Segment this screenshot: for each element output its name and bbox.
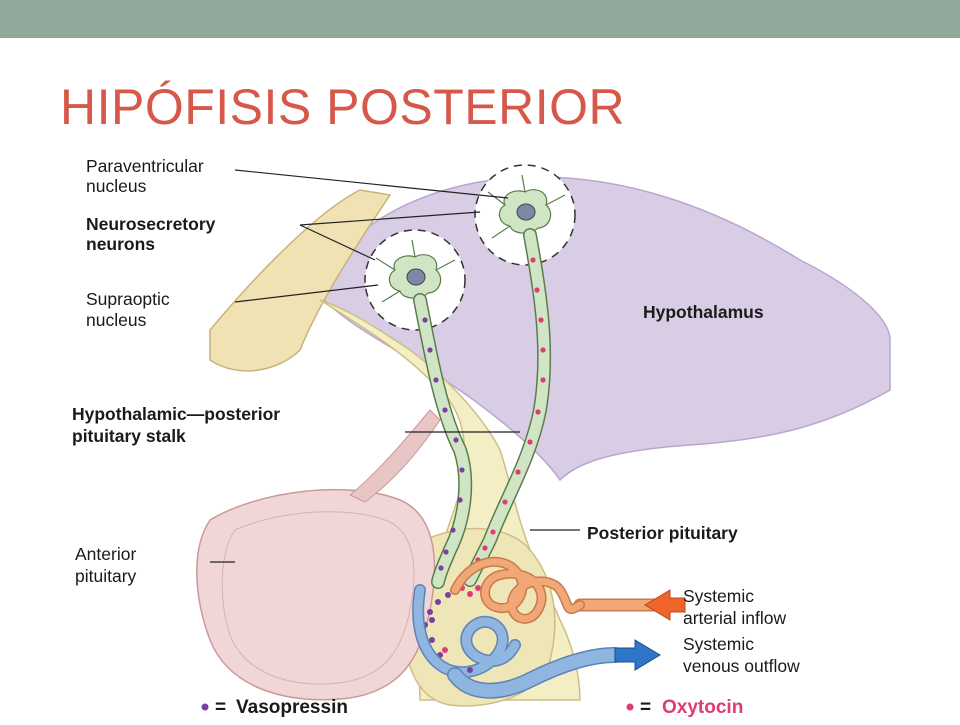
venous-plexus bbox=[412, 584, 623, 699]
label-neurosecretory: Neurosecretory neurons bbox=[86, 214, 216, 254]
legend-oxytocin: = Oxytocin bbox=[626, 697, 743, 718]
pars-tuberalis bbox=[349, 409, 441, 503]
svg-text:Anterior: Anterior bbox=[75, 544, 136, 564]
svg-text:Supraoptic: Supraoptic bbox=[86, 289, 170, 309]
axon-supraoptic-fill bbox=[414, 294, 471, 588]
oxytocin-granules bbox=[475, 257, 546, 563]
legend-vasopressin: = Vasopressin bbox=[201, 697, 348, 718]
dendrite bbox=[375, 257, 396, 271]
top-accent-bar bbox=[0, 0, 960, 38]
svg-text:venous outflow: venous outflow bbox=[683, 656, 800, 676]
anterior-pituitary bbox=[196, 488, 436, 701]
label-stalk: Hypothalamic—posterior pituitary stalk bbox=[72, 404, 280, 446]
diagram-svg: Paraventricular nucleus Neurosecretory n… bbox=[72, 156, 891, 718]
dendrite bbox=[521, 174, 526, 193]
svg-text:Hypothalamic—posterior: Hypothalamic—posterior bbox=[72, 404, 280, 424]
svg-text:=: = bbox=[215, 697, 226, 718]
optic-fold bbox=[209, 189, 392, 372]
svg-text:Oxytocin: Oxytocin bbox=[662, 697, 743, 718]
dendrite bbox=[411, 239, 416, 258]
slide-title: HIPÓFISIS POSTERIOR bbox=[60, 79, 626, 135]
dendrite bbox=[381, 290, 401, 303]
svg-text:=: = bbox=[640, 697, 651, 718]
dendrite bbox=[491, 225, 511, 239]
label-arterial-inflow: Systemic arterial inflow bbox=[683, 586, 786, 628]
axon-paraventricular-fill bbox=[464, 229, 550, 586]
svg-text:Paraventricular: Paraventricular bbox=[86, 156, 204, 176]
svg-text:pituitary stalk: pituitary stalk bbox=[72, 426, 186, 446]
pituitary-diagram: Paraventricular nucleus Neurosecretory n… bbox=[60, 150, 960, 720]
vasopressin-granules bbox=[422, 317, 465, 571]
svg-text:nucleus: nucleus bbox=[86, 176, 147, 196]
svg-text:Neurosecretory: Neurosecretory bbox=[86, 214, 216, 234]
neuron-nucleus-supraoptic bbox=[406, 268, 426, 286]
svg-text:pituitary: pituitary bbox=[75, 566, 137, 586]
anterior-pituitary-inner bbox=[221, 511, 415, 685]
leader-lines bbox=[210, 169, 580, 563]
label-supraoptic: Supraoptic nucleus bbox=[86, 289, 170, 330]
vasopressin-dot bbox=[201, 703, 209, 711]
svg-text:Systemic: Systemic bbox=[683, 586, 754, 606]
dendrite bbox=[487, 191, 506, 206]
dendrite bbox=[435, 259, 456, 271]
arterial-inflow-arrow bbox=[644, 589, 686, 621]
label-paraventricular: Paraventricular nucleus bbox=[86, 156, 204, 196]
oxytocin-dot bbox=[626, 703, 634, 711]
svg-text:Vasopressin: Vasopressin bbox=[236, 697, 348, 718]
svg-text:neurons: neurons bbox=[86, 234, 155, 254]
neuron-nucleus-paraventricular bbox=[516, 203, 536, 221]
label-hypothalamus: Hypothalamus bbox=[643, 302, 764, 322]
svg-text:Systemic: Systemic bbox=[683, 634, 754, 654]
dendrite bbox=[545, 194, 566, 206]
label-venous-outflow: Systemic venous outflow bbox=[683, 634, 800, 676]
label-anterior-pituitary: Anterior pituitary bbox=[75, 544, 137, 586]
hypothalamus-region bbox=[314, 176, 891, 482]
label-posterior-pituitary: Posterior pituitary bbox=[587, 523, 738, 543]
svg-text:nucleus: nucleus bbox=[86, 310, 147, 330]
svg-text:arterial inflow: arterial inflow bbox=[683, 608, 786, 628]
venous-outflow-arrow bbox=[614, 639, 661, 671]
